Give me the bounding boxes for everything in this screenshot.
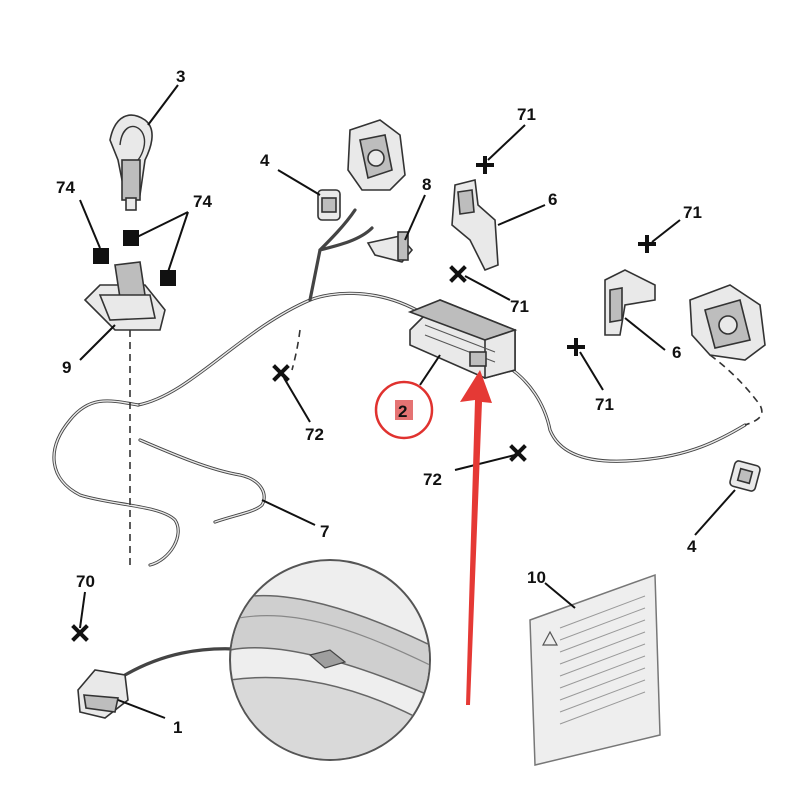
- leader-lines: [79, 84, 736, 719]
- cross-mark-70: [71, 624, 89, 642]
- detail-zoom-circle: [229, 559, 431, 761]
- warning-label-part-10: [529, 573, 661, 766]
- callout-3: 3: [176, 67, 185, 86]
- square-mark-74-a: [93, 248, 109, 264]
- callout-71-b: 71: [510, 297, 529, 316]
- callout-6-upper: 6: [548, 190, 557, 209]
- callout-9: 9: [62, 358, 71, 377]
- cross-mark-72-a: [272, 364, 290, 382]
- highlight-label-bg: [395, 400, 413, 420]
- bracket-part-8: [366, 231, 414, 263]
- highlight-overlay: [374, 370, 492, 705]
- callout-71-d: 71: [595, 395, 614, 414]
- clip-part-4-upper: [317, 189, 341, 221]
- cross-mark-71-c: [638, 235, 656, 253]
- callout-8: 8: [422, 175, 431, 194]
- caliper-lower-right: [689, 284, 766, 361]
- callout-71-a: 71: [517, 105, 536, 124]
- release-handle-part-3: [109, 114, 153, 211]
- square-mark-74-c: [160, 270, 176, 286]
- cross-mark-71-a: [476, 156, 494, 174]
- bracket-part-9: [83, 261, 166, 331]
- highlight-circle: [374, 380, 434, 440]
- cross-mark-71-b: [449, 265, 467, 283]
- callout-7: 7: [320, 522, 329, 541]
- caliper-upper: [347, 119, 406, 191]
- clip-part-4-lower: [729, 460, 761, 492]
- callout-72-left: 72: [305, 425, 324, 444]
- callout-74-left: 74: [56, 178, 75, 197]
- cross-fastener-marks: [71, 156, 656, 642]
- callout-71-c: 71: [683, 203, 702, 222]
- cross-mark-71-d: [567, 338, 585, 356]
- red-arrow: [460, 370, 492, 705]
- callout-labels: 3 4 8 71 6 71 71 6 71 74 74 9 72 2 72 7 …: [56, 67, 702, 737]
- callout-6-lower: 6: [672, 343, 681, 362]
- bracket-part-6-lower: [604, 269, 656, 336]
- callout-4-lower: 4: [687, 537, 697, 556]
- callout-10: 10: [527, 568, 546, 587]
- square-mark-74-b: [123, 230, 139, 246]
- cable-harness: [52, 208, 763, 677]
- callout-72-right: 72: [423, 470, 442, 489]
- bracket-part-6-upper: [451, 179, 499, 272]
- epb-actuator-part-2: [407, 299, 518, 380]
- switch-part-1: [77, 669, 129, 719]
- square-fastener-marks-74: [93, 230, 176, 286]
- cross-mark-72-b: [509, 444, 527, 462]
- callout-4-upper: 4: [260, 151, 270, 170]
- callout-1: 1: [173, 718, 182, 737]
- callout-70: 70: [76, 572, 95, 591]
- callout-74-right: 74: [193, 192, 212, 211]
- callout-2: 2: [398, 402, 407, 421]
